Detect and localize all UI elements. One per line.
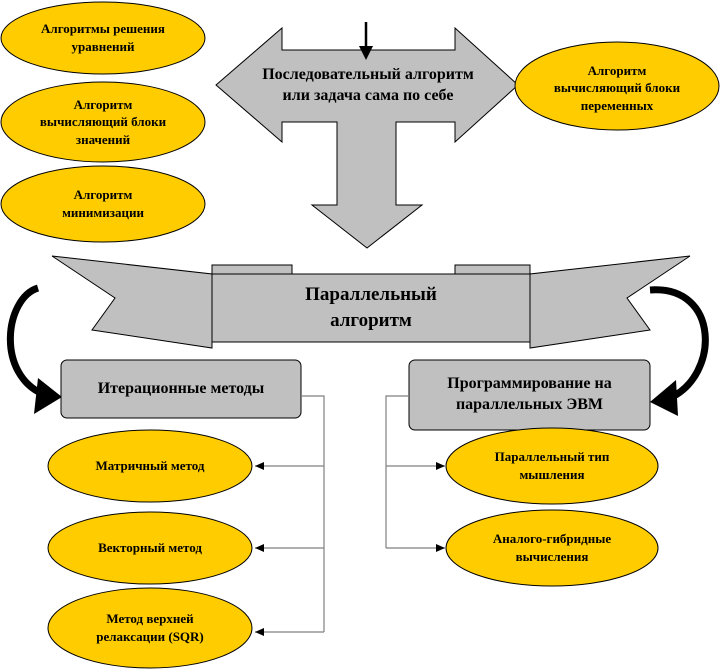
right-connectors: [385, 395, 445, 552]
oval-value-blocks-label: Алгоритм вычисляющий блоки значений: [39, 96, 167, 147]
oval-minimization-label: Алгоритм минимизации: [62, 187, 144, 220]
sequential-algorithm-arrow: [215, 26, 519, 249]
vector-method-label: Векторный метод: [98, 540, 202, 556]
oval-variable-blocks: [514, 41, 720, 131]
oval-analog-hybrid: [445, 509, 659, 587]
oval-equations-label: Алгоритмы решения уравнений: [41, 21, 165, 54]
sor-method-label: Метод верхней релаксации (SQR): [96, 611, 204, 644]
oval-value-blocks: [0, 81, 206, 163]
oval-parallel-thinking: [445, 427, 659, 505]
parallel-thinking-label: Параллельный тип мышления: [494, 449, 610, 482]
oval-vector-method: [47, 511, 253, 585]
left-connectors: [255, 395, 325, 636]
iterative-methods-box: [60, 359, 302, 419]
parallel-algorithm-label: Параллельный алгоритм: [305, 284, 437, 331]
matrix-method-label: Матричный метод: [95, 458, 205, 474]
oval-minimization: [0, 165, 206, 243]
down-arrow-icon: [359, 22, 373, 60]
oval-variable-blocks-label: Алгоритм вычисляющий блоки переменных: [553, 62, 681, 113]
oval-equations: [0, 1, 206, 75]
curved-arrow-left-icon: [6, 284, 62, 414]
parallel-computing-label: Программирование на параллельных ЭВМ: [447, 375, 612, 413]
analog-hybrid-label: Аналого-гибридные вычисления: [492, 531, 612, 564]
curved-arrow-right-icon: [649, 286, 709, 416]
oval-sor-method: [47, 587, 253, 669]
oval-matrix-method: [47, 429, 253, 503]
parallel-algorithm-banner: [51, 255, 691, 349]
iterative-methods-label: Итерационные методы: [97, 379, 265, 397]
sequential-algorithm-label: Последовательный алгоритм или задача сам…: [262, 66, 474, 104]
